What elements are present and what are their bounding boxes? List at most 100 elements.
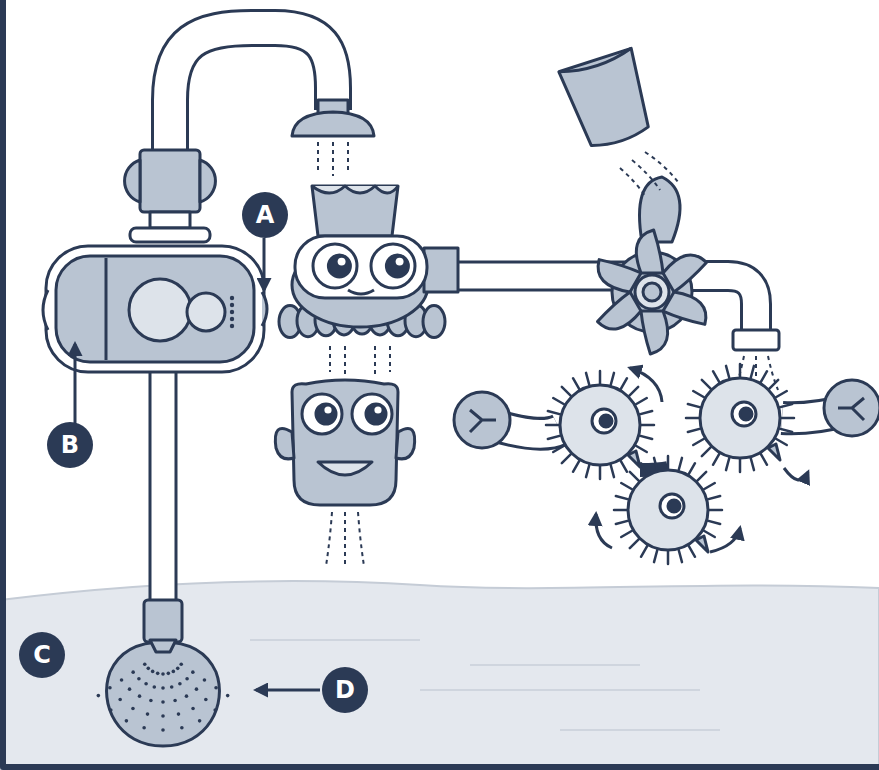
frame <box>3 0 879 767</box>
pipe-outline <box>170 28 333 160</box>
drops <box>620 152 678 196</box>
art-part <box>559 48 633 77</box>
eye <box>660 494 684 518</box>
art-part <box>358 512 364 566</box>
button <box>187 293 225 331</box>
nozzle <box>733 330 779 350</box>
callout-letter: D <box>322 667 368 713</box>
shell-hole <box>179 663 183 667</box>
callout-letter: C <box>19 632 65 678</box>
pipe <box>170 28 333 160</box>
art-part <box>326 512 332 566</box>
art-part <box>344 512 346 568</box>
knob <box>262 292 267 326</box>
art-part <box>250 639 420 641</box>
shell-hole <box>146 667 150 671</box>
art-part <box>389 346 391 372</box>
shell-hole <box>144 682 148 686</box>
shell-hole <box>97 694 101 698</box>
art-part <box>645 152 678 182</box>
shell-hole <box>152 685 156 689</box>
shell-hole <box>143 663 147 667</box>
shell-hole <box>120 678 124 682</box>
art-part <box>230 317 234 321</box>
fin <box>275 428 294 458</box>
pupil <box>740 408 752 420</box>
urchin <box>686 364 794 472</box>
shell-hole <box>173 699 177 703</box>
urchin-body <box>560 385 640 465</box>
art-part <box>374 346 376 378</box>
shell-hole <box>137 677 141 681</box>
suction-cup <box>454 392 510 448</box>
eye-shine <box>374 406 381 413</box>
octopus-cup <box>312 186 398 236</box>
art-part <box>256 689 320 692</box>
arm-socket <box>424 248 458 292</box>
shell-hole <box>138 694 142 698</box>
eye <box>592 409 616 433</box>
speaker-dots <box>230 296 234 328</box>
shell-hole <box>131 707 135 711</box>
shell-hole <box>214 686 218 690</box>
urchins <box>546 364 794 564</box>
shell-hole <box>128 687 132 691</box>
art-part <box>420 689 700 691</box>
wheel-blade <box>636 230 663 273</box>
art-part <box>74 344 77 426</box>
control-seam <box>105 258 108 360</box>
shell-hole <box>146 712 150 716</box>
shell-hole <box>108 686 112 690</box>
shell-hole <box>226 694 230 698</box>
suction-cup <box>824 380 879 436</box>
art-part <box>632 160 660 190</box>
urchin-body <box>628 470 708 550</box>
shell-hole <box>191 707 195 711</box>
wheel-axle <box>643 283 661 301</box>
pupil <box>386 255 408 277</box>
eyes <box>313 244 415 288</box>
art-part <box>230 303 234 307</box>
control-box <box>46 246 264 372</box>
art-part <box>560 729 720 731</box>
shell-hole <box>180 726 184 730</box>
art-part <box>596 514 612 548</box>
shell-hole <box>191 670 195 674</box>
pupil <box>600 415 612 427</box>
eye-shine <box>338 258 346 266</box>
drops <box>318 142 348 176</box>
shell-hole <box>161 728 165 732</box>
joint-ring <box>130 228 210 242</box>
pupil <box>668 500 680 512</box>
urchin <box>614 456 722 564</box>
shell-hole <box>131 670 135 674</box>
joint-neck <box>150 212 190 228</box>
callout-letter: B <box>47 422 93 468</box>
shell-hole <box>161 672 165 676</box>
shell-hole <box>177 712 181 716</box>
tentacle <box>423 306 445 338</box>
fish-cup <box>292 380 398 505</box>
pupil <box>328 255 350 277</box>
art-part <box>630 368 662 402</box>
shell-hole <box>151 670 155 674</box>
shell-hole <box>170 685 174 689</box>
control-face <box>56 256 254 362</box>
knob <box>43 290 48 330</box>
shell-hole <box>161 686 165 690</box>
shell-hole <box>118 698 122 702</box>
pupil <box>366 404 386 424</box>
joint-cap <box>200 160 215 202</box>
smile <box>348 290 374 294</box>
shell-hole <box>149 699 153 703</box>
art-part <box>317 142 319 172</box>
shell-hole <box>178 682 182 686</box>
cup-mark <box>470 410 496 432</box>
urchin-fin <box>768 444 780 460</box>
eyes <box>302 394 392 434</box>
shell-sprayer <box>107 642 220 746</box>
art-part <box>347 142 349 172</box>
eye <box>371 244 415 288</box>
